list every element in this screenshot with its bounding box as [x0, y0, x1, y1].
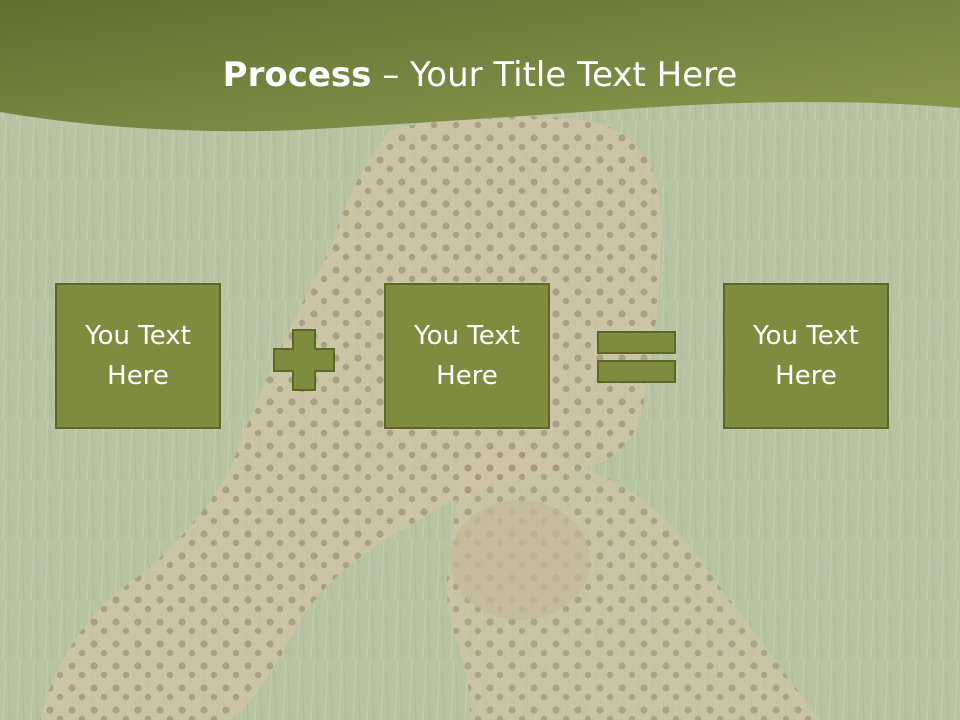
process-box-1-text: You Text Here — [85, 321, 191, 391]
process-box-3[interactable]: You Text Here — [723, 283, 889, 429]
process-box-3-text: You Text Here — [753, 321, 859, 391]
title-separator: – — [382, 55, 400, 95]
process-box-2[interactable]: You Text Here — [384, 283, 550, 429]
slide-title: Process – Your Title Text Here — [0, 50, 960, 100]
plus-icon — [273, 329, 335, 391]
process-box-1[interactable]: You Text Here — [55, 283, 221, 429]
title-bold-word: Process — [222, 55, 372, 95]
title-banner — [0, 0, 960, 140]
title-rest: Your Title Text Here — [410, 55, 738, 95]
equals-icon — [597, 331, 677, 385]
process-box-2-text: You Text Here — [414, 321, 520, 391]
